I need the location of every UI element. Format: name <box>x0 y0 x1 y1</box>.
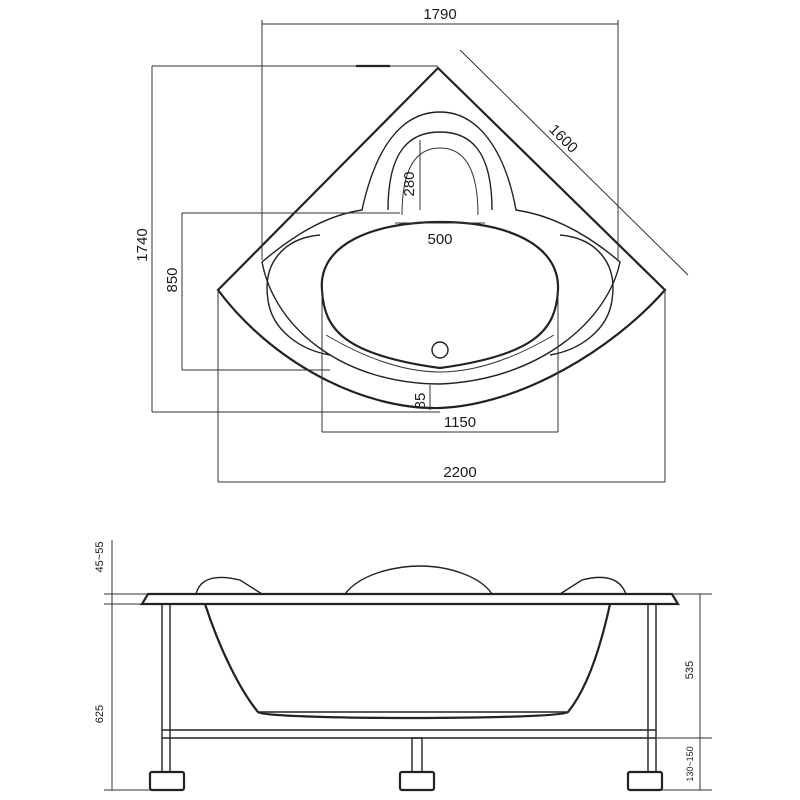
side-right-headrest <box>559 576 627 595</box>
dim-280-label: 280 <box>401 171 418 196</box>
plan-rim-line <box>261 111 621 385</box>
dim-1790-label: 1790 <box>423 6 456 23</box>
plan-right-armrest <box>549 234 614 356</box>
side-left-headrest <box>195 576 263 595</box>
plan-headrest-inner <box>401 147 479 216</box>
side-leg-right <box>647 603 657 773</box>
dim-1150-label: 1150 <box>444 414 476 431</box>
dim-85-label: 85 <box>412 393 429 410</box>
dim-130-150-label: 130~150 <box>685 746 695 781</box>
side-leg-center <box>411 737 423 773</box>
dim-1600-line <box>459 49 689 276</box>
side-foot-right <box>626 770 664 792</box>
drain-icon <box>431 341 449 359</box>
side-rim <box>140 592 680 606</box>
dim-2200-label: 2200 <box>443 464 476 481</box>
dim-625-label: 625 <box>94 705 106 723</box>
plan-outer-outline <box>216 66 667 410</box>
side-tub-body <box>203 603 612 720</box>
dim-45-55-label: 45~55 <box>94 542 106 573</box>
side-foot-left <box>148 770 186 792</box>
plan-headrest <box>387 131 493 211</box>
plan-view: 1790 1600 1740 850 280 500 85 1150 <box>134 6 689 483</box>
dim-535-label: 535 <box>684 661 696 679</box>
plan-basin-lip <box>325 334 555 373</box>
dim-850-label: 850 <box>164 267 181 292</box>
plan-left-armrest <box>266 234 331 356</box>
plan-inner-basin <box>320 220 560 370</box>
side-view: 45~55 625 535 130~150 <box>94 540 712 792</box>
side-foot-center <box>398 770 436 792</box>
dim-1740-label: 1740 <box>134 228 151 261</box>
dim-500-label: 500 <box>427 231 452 248</box>
side-leg-left <box>161 603 171 773</box>
side-center-headrest <box>344 565 493 595</box>
